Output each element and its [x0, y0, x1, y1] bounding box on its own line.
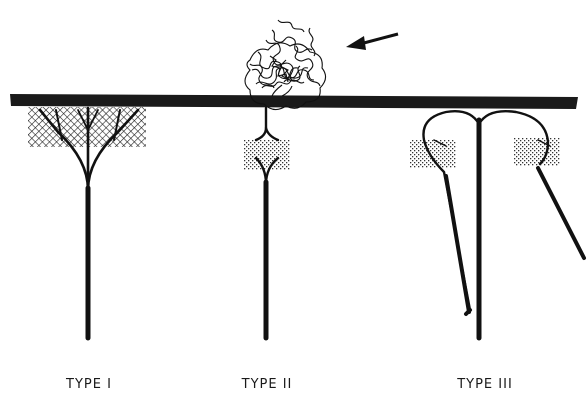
- type-3-shaded-region-left: [410, 140, 456, 168]
- type-3-label: TYPE III: [440, 376, 530, 394]
- type-2-label: TYPE II: [222, 376, 312, 394]
- type-2-shaded-region: [244, 140, 290, 170]
- horizontal-bar: [10, 94, 578, 109]
- type-3-structure: [410, 111, 584, 338]
- arrow: [346, 34, 398, 50]
- type-1-label: TYPE I: [44, 376, 134, 394]
- type-2-structure: [244, 108, 290, 338]
- type-1-structure: [28, 107, 146, 338]
- type-3-shaded-region-right: [514, 138, 560, 166]
